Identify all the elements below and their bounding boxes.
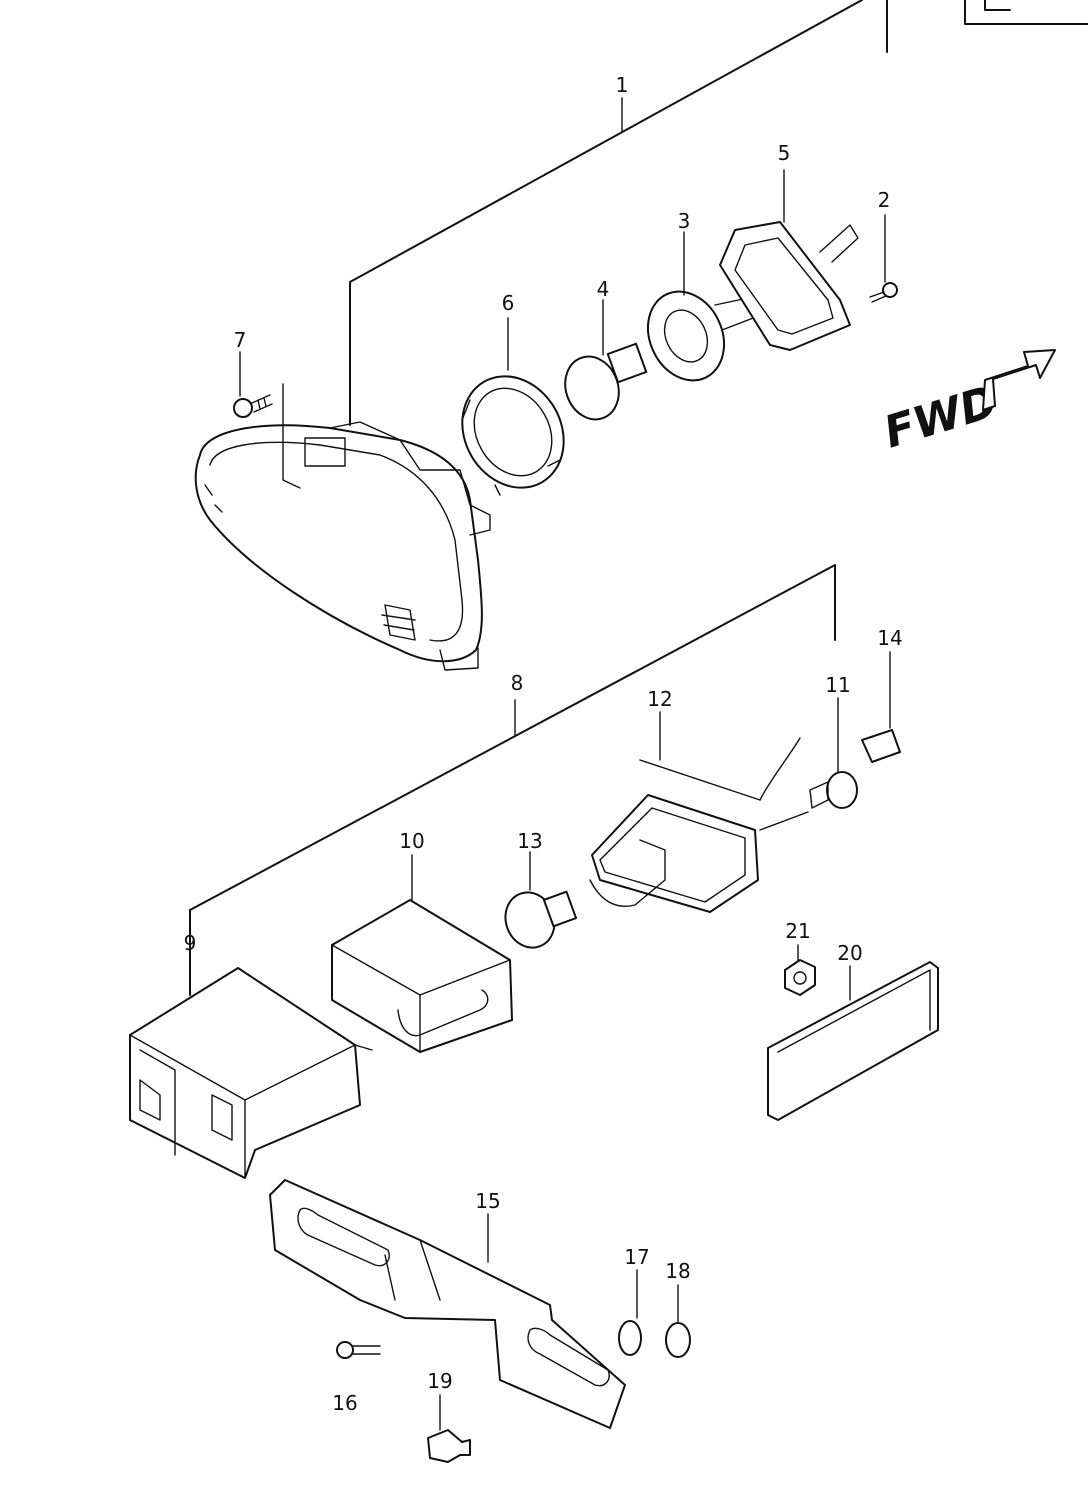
fwd-indicator: FWD [878,349,1056,459]
socket-base-part-12 [589,711,809,913]
callout-17: 17 [624,1245,649,1269]
grommet-part-11 [809,697,858,809]
tail-lens-part-10 [331,854,513,1053]
leader-group-1 [349,0,863,426]
bulb-part-13 [504,851,578,949]
washer-part-17 [618,1269,642,1356]
nut-part-18 [665,1284,691,1358]
callout-3: 3 [678,209,691,233]
callout-19: 19 [427,1369,452,1393]
callout-2: 2 [878,188,891,212]
callout-8: 8 [511,671,524,695]
callout-16: 16 [332,1391,357,1415]
callout-4: 4 [597,277,610,301]
corner-frame [886,0,1088,53]
bracket-part-15 [269,1179,626,1429]
screw-part-16 [336,1341,381,1359]
clip-part-19 [427,1394,471,1463]
gasket-part-5 [719,169,859,351]
retaining-ring-part-6 [461,317,565,496]
callout-1: 1 [616,73,629,97]
callout-12: 12 [647,687,672,711]
callout-labels: 1 2 3 4 5 6 7 8 9 10 11 12 13 14 15 16 1… [184,73,903,1415]
callout-5: 5 [778,141,791,165]
callout-14: 14 [877,626,902,650]
screw-part-7 [233,351,301,489]
callout-7: 7 [234,328,247,352]
nut-part-21 [784,944,816,996]
tail-housing-part-9 [129,967,373,1179]
screw-part-2 [869,214,898,303]
callout-11: 11 [825,673,850,697]
fwd-arrow-icon [982,349,1056,411]
leader-group-8 [189,564,836,996]
callout-6: 6 [502,291,515,315]
callout-21: 21 [785,919,810,943]
callout-9: 9 [184,931,197,955]
callout-10: 10 [399,829,424,853]
callout-15: 15 [475,1189,500,1213]
callout-20: 20 [837,941,862,965]
bulb-part-4 [564,299,648,421]
lamp-housing-part-1 [194,421,491,671]
cap-part-14 [861,651,901,763]
reflector-part-20 [767,961,939,1121]
callout-13: 13 [517,829,542,853]
callout-18: 18 [665,1259,690,1283]
